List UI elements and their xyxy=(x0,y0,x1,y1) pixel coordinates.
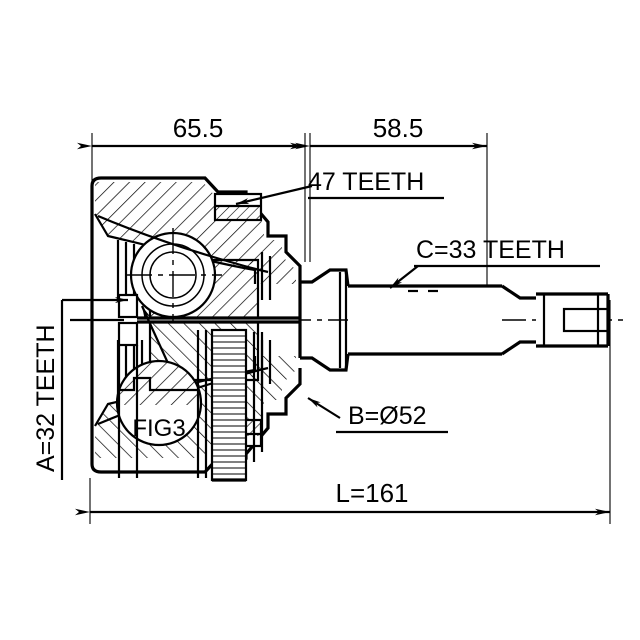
bell-outer-profile-upper xyxy=(90,176,302,282)
cage-arm-upper xyxy=(97,214,269,274)
dimension-65-5: 65.5 xyxy=(77,113,305,150)
label-47-teeth: 47 TEETH xyxy=(308,168,424,196)
circlip-groove xyxy=(562,307,610,333)
label-a-32-teeth: A=32 TEETH xyxy=(32,324,60,472)
leader-a-32-teeth xyxy=(60,297,128,480)
bell-outer-profile-lower xyxy=(90,368,302,474)
shaft-spline-end xyxy=(536,292,610,348)
label-b-diameter: B=Ø52 xyxy=(348,402,427,430)
leader-c-33-teeth xyxy=(389,264,600,289)
dimension-overall-length: L=161 xyxy=(75,478,610,516)
dim-label-58-5: 58.5 xyxy=(373,113,424,143)
fig3-circle xyxy=(115,359,203,447)
label-c-33-teeth: C=33 TEETH xyxy=(416,236,565,264)
dim-label-L: L=161 xyxy=(335,478,408,508)
abs-gear-ring-teeth xyxy=(210,328,264,482)
abs-tone-ring-upper xyxy=(213,192,263,222)
stub-shaft xyxy=(300,268,536,372)
fig3-label: FIG3 xyxy=(132,415,185,442)
dim-label-65-5: 65.5 xyxy=(173,113,224,143)
shaft-taper-upper xyxy=(501,284,536,300)
dimension-58-5: 58.5 xyxy=(295,113,487,150)
fig3-guide-lines xyxy=(117,330,208,478)
shaft-taper-lower xyxy=(501,340,536,356)
leader-47-teeth xyxy=(235,184,444,206)
leader-b-diameter xyxy=(307,397,448,434)
